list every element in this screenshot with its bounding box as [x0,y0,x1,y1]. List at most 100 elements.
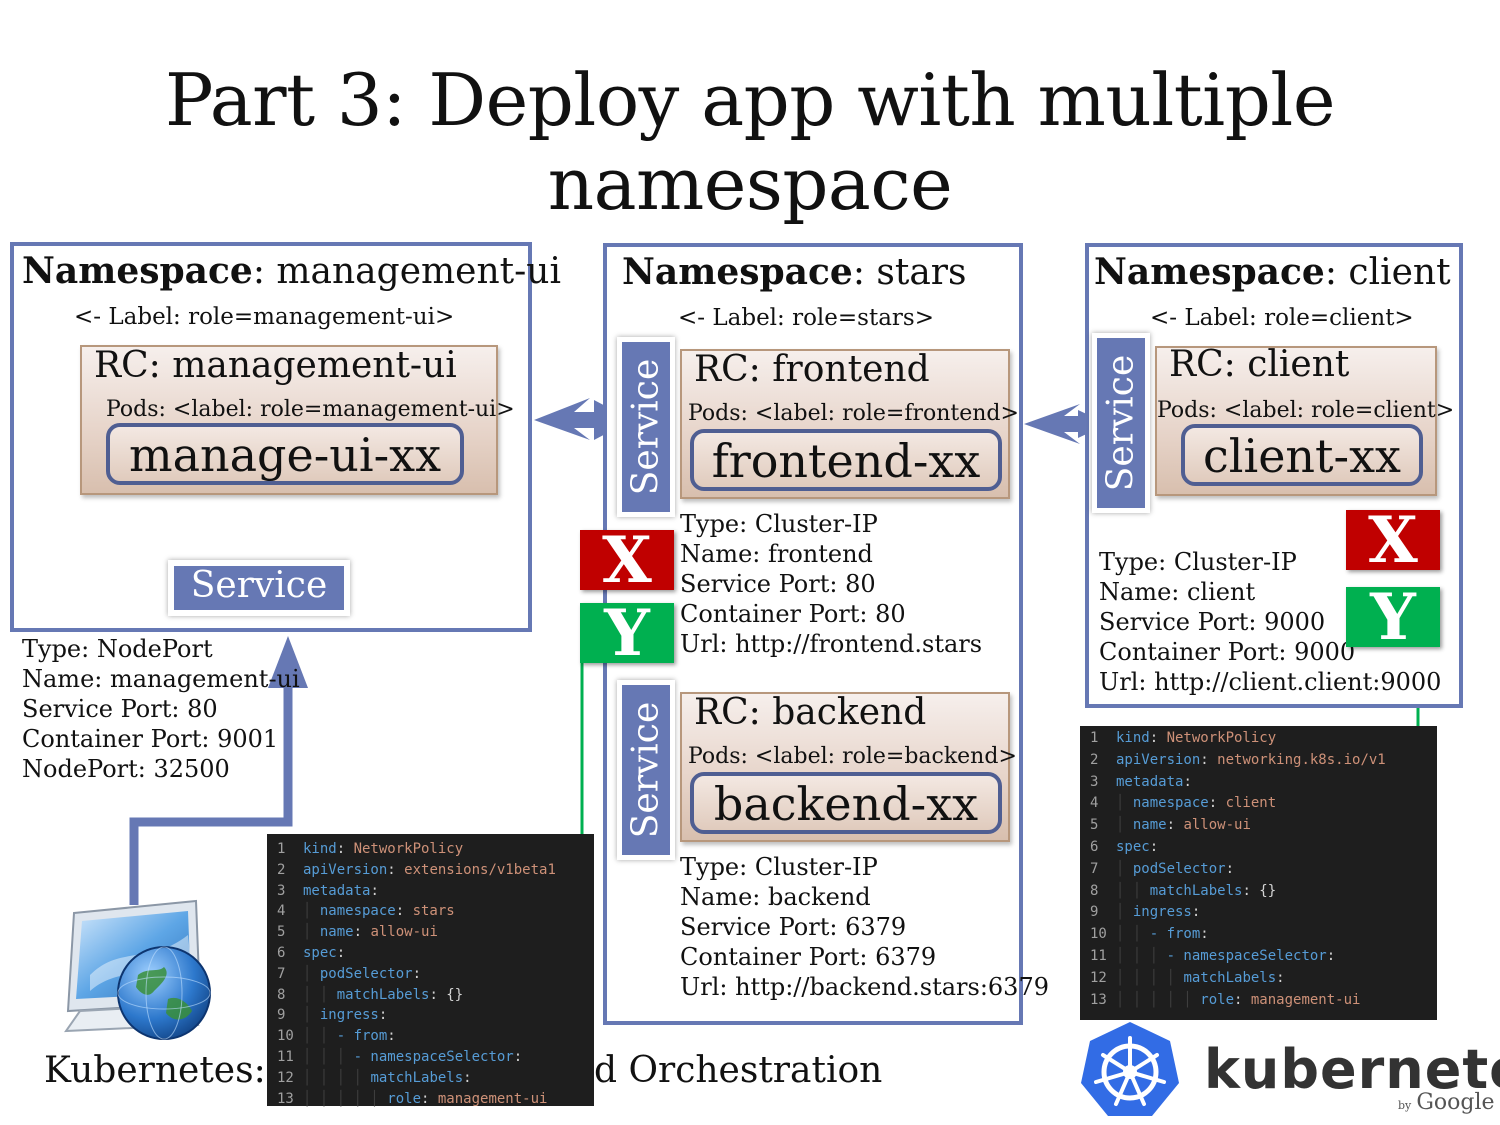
code-punct: : [1191,904,1201,921]
code-value: extensions/v1beta1 [404,861,556,878]
code-punct: : [1149,838,1159,855]
service-client[interactable]: Service [1092,333,1150,513]
code-line: 11│ │ │ - namespaceSelector: [1080,946,1437,968]
code-line: 4│ namespace: stars [267,901,594,922]
code-line: 3 metadata: [1080,772,1437,794]
info-line: Type: Cluster-IP [1099,548,1297,576]
info-line: Container Port: 80 [680,600,906,628]
namespace-name: : stars [852,252,967,293]
rc-pods-selector: Pods: <label: role=client> [1157,398,1455,423]
service-frontend[interactable]: Service [617,337,675,517]
ns-double-arrow-left [534,398,606,440]
code-line: 12│ │ │ │ matchLabels: [1080,968,1437,990]
code-punct: : [421,1090,438,1107]
service-info-client: Type: Cluster-IP Name: client Service Po… [1099,547,1441,697]
info-line: Name: management-ui [22,665,300,693]
line-number: 12 [1090,969,1107,986]
pod-backend[interactable]: backend-xx [690,772,1002,834]
code-key: - from [336,1028,388,1045]
namespace-keyword: Namespace [1094,251,1325,293]
service-label: Service [1100,354,1142,492]
code-line: 10│ │ - from: [1080,924,1437,946]
code-key: - from [1149,926,1201,943]
code-key: role [1200,991,1235,1008]
code-value: stars [412,903,455,920]
indent-guide: │ [303,903,320,920]
page-title: Part 3: Deploy app with multiple namespa… [165,58,1335,226]
code-punct: : [1225,860,1235,877]
pod-manage-ui[interactable]: manage-ui-xx [106,423,464,485]
code-line: 7│ podSelector: [1080,859,1437,881]
code-value: NetworkPolicy [1166,730,1277,746]
code-key: matchLabels [1183,969,1277,986]
info-line: Container Port: 6379 [680,943,937,971]
code-value: management-ui [437,1090,548,1107]
info-line: Service Port: 80 [680,570,876,598]
code-line: 13│ │ │ │ │ role: management-ui [267,1089,594,1110]
info-line: Service Port: 9000 [1099,608,1326,636]
indent-guide: │ [303,1007,320,1024]
line-number: 12 [277,1069,294,1086]
indent-guide: │ │ │ [303,1048,354,1065]
deny-marker-client: X [1346,509,1440,573]
code-key: - namespaceSelector [353,1048,514,1065]
indent-guide: │ │ │ [1116,947,1167,964]
code-punct: : [336,841,354,857]
info-line: Container Port: 9000 [1099,638,1356,666]
code-punct: : [387,1028,396,1045]
browser-arrow-head [268,636,308,688]
service-backend[interactable]: Service [617,680,675,860]
line-number: 9 [277,1007,286,1024]
indent-guide: │ [1116,904,1133,921]
code-punct: : [387,861,405,878]
code-punct: : [1183,773,1192,790]
code-key: metadata [303,882,371,899]
pod-frontend[interactable]: frontend-xx [690,429,1002,491]
line-number: 7 [277,965,286,982]
namespace-label: <- Label: role=stars> [678,305,934,331]
code-line: 9│ ingress: [267,1005,594,1026]
line-number: 3 [1090,773,1099,790]
footer-text-right: d Orchestration [594,1050,883,1091]
info-line: Name: frontend [680,540,873,568]
rc-frontend: RC: frontend Pods: <label: role=frontend… [680,349,1019,499]
code-punct: : [1200,751,1218,768]
code-key: ingress [1132,904,1192,921]
service-management-ui[interactable]: Service [168,560,350,616]
code-punct: : [1326,947,1336,964]
info-line: Url: http://backend.stars:6379 [680,973,1049,1001]
service-label: Service [625,358,667,496]
rc-client: RC: client Pods: <label: role=client> cl… [1155,344,1454,496]
code-line: 12│ │ │ │ matchLabels: [267,1068,594,1089]
line-number: 13 [277,1090,294,1107]
indent-guide: │ │ │ │ [303,1069,371,1086]
code-punct: : [370,882,379,899]
code-punct: : [1242,882,1260,899]
indent-guide: │ [303,965,320,982]
code-line: 13│ │ │ │ │ role: management-ui [1080,990,1437,1012]
code-key: metadata [1116,773,1184,790]
code-key: apiVersion [303,861,388,878]
rc-title: RC: client [1169,344,1350,385]
indent-guide: │ [1116,795,1133,812]
code-punct: : [353,924,371,941]
code-line: 11│ │ │ - namespaceSelector: [267,1047,594,1068]
line-number: 1 [277,841,286,857]
rc-management-ui: RC: management-ui Pods: <label: role=man… [80,345,515,495]
line-number: 11 [277,1048,294,1065]
code-punct: : [429,986,447,1003]
rc-title: RC: management-ui [94,345,457,386]
line-number: 2 [1090,751,1099,768]
code-punct: : [1208,795,1226,812]
info-line: Service Port: 80 [22,695,218,723]
code-key: apiVersion [1116,751,1201,768]
rc-backend: RC: backend Pods: <label: role=backend> … [680,692,1017,842]
code-key: podSelector [319,965,413,982]
pod-client[interactable]: client-xx [1181,424,1423,486]
indent-guide: │ │ │ │ │ [1116,991,1201,1008]
indent-guide: │ │ [303,986,337,1003]
code-value: client [1225,795,1277,812]
